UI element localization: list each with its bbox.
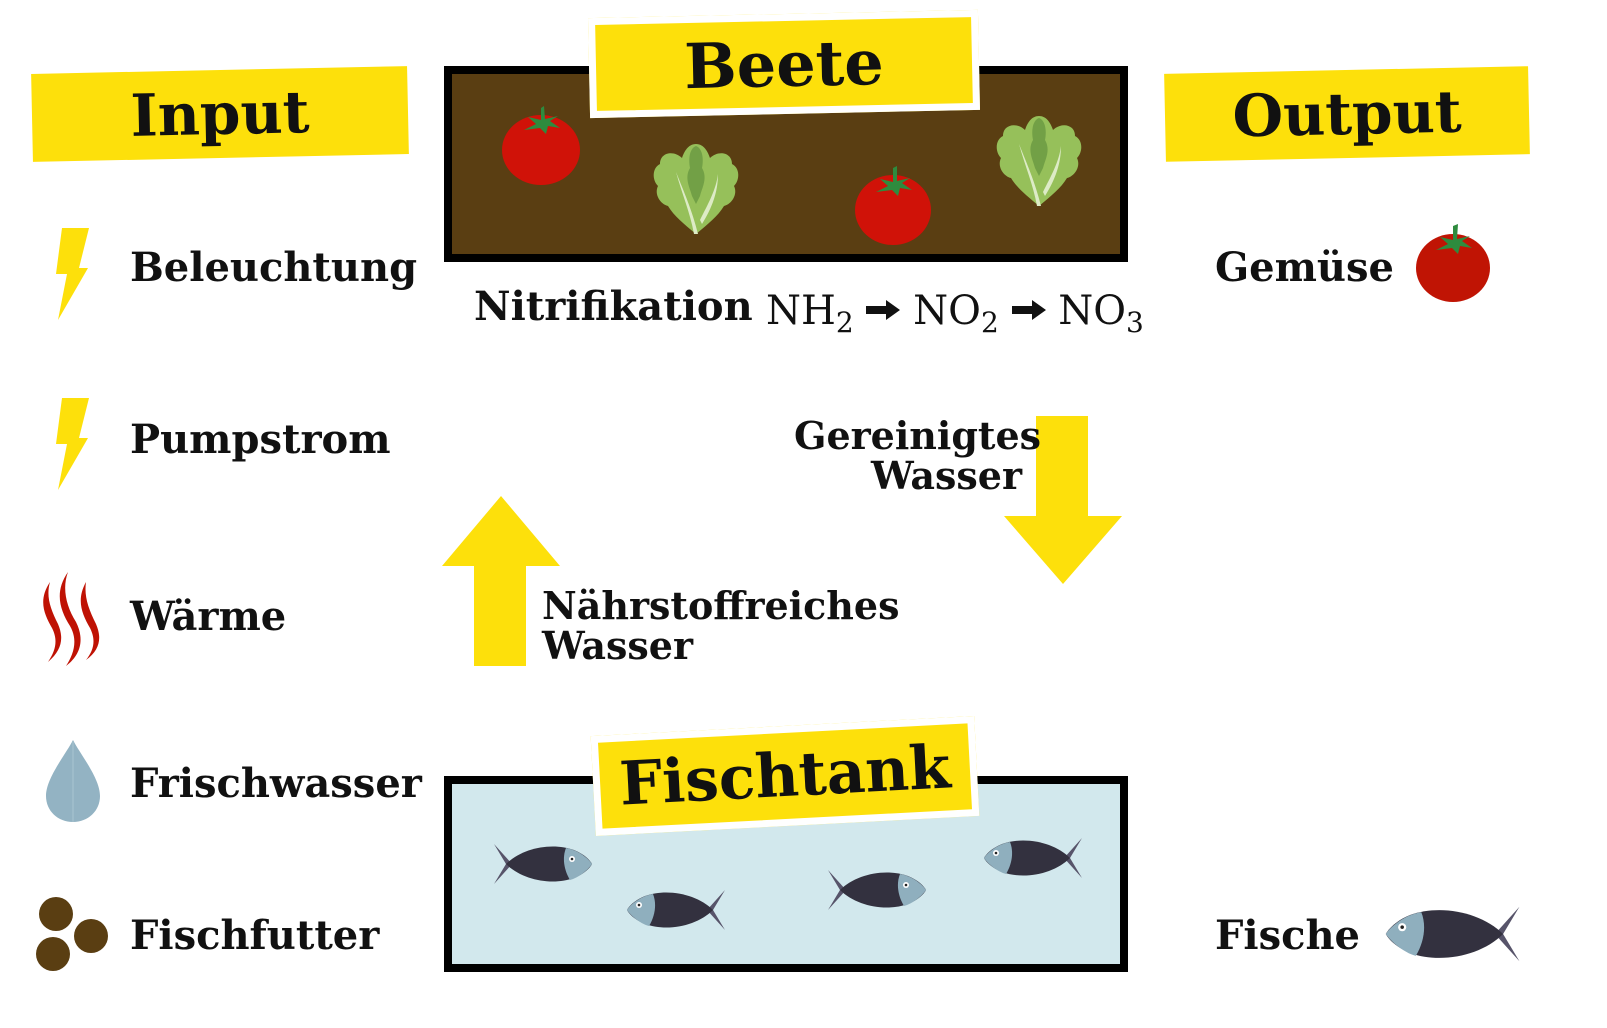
arrow-down-icon — [1004, 416, 1122, 584]
water-drop-icon — [46, 740, 100, 822]
formula-species: NO2 — [913, 288, 999, 339]
clean-water-line1: Gereinigtes — [794, 413, 1042, 458]
arrow-up-icon — [442, 496, 560, 666]
fish-icon — [494, 844, 592, 884]
lettuce-icon — [996, 116, 1082, 206]
input-item-beleuchtung: Beleuchtung — [130, 244, 418, 291]
heat-waves-icon — [43, 572, 100, 666]
output-item-gemuese: Gemüse — [1215, 244, 1394, 291]
input-item-pumpstrom: Pumpstrom — [130, 416, 391, 463]
beds-title-tag: Beete — [587, 9, 981, 119]
tomato-icon — [1416, 224, 1490, 302]
output-item-fische: Fische — [1215, 912, 1360, 959]
input-heading-text: Input — [129, 78, 311, 150]
fish-food-pellets-icon — [36, 897, 108, 971]
clean-water-line2: Wasser — [871, 452, 1022, 498]
nutrient-water-label: Nährstoffreiches Wasser — [542, 586, 899, 666]
lettuce-icon — [653, 144, 739, 234]
nitrification-label: Nitrifikation — [474, 283, 753, 330]
tomato-icon — [855, 166, 931, 245]
lightning-icon — [56, 228, 89, 320]
fish-icon — [828, 870, 926, 910]
output-heading-text: Output — [1231, 77, 1463, 151]
nutrient-water-line1: Nährstoffreiches — [542, 583, 900, 628]
lightning-icon — [56, 398, 89, 490]
formula-species: NH2 — [766, 288, 854, 339]
arrow-right-icon — [1011, 300, 1046, 320]
tomato-icon — [502, 106, 580, 185]
fish-icon — [627, 890, 725, 930]
fish-tank-title: Fischtank — [617, 732, 953, 820]
arrow-right-icon — [866, 300, 901, 320]
input-item-frischwasser: Frischwasser — [130, 760, 422, 807]
fish-tank-title-tag: Fischtank — [590, 716, 980, 836]
nitrification-formula: NH2 NO2 NO3 — [766, 288, 1144, 339]
input-item-waerme: Wärme — [130, 593, 287, 640]
fish-icon — [984, 838, 1082, 878]
formula-species: NO3 — [1058, 288, 1144, 339]
output-heading: Output — [1164, 66, 1530, 162]
input-heading: Input — [31, 66, 409, 162]
beds-title: Beete — [683, 25, 885, 103]
fish-icon — [1385, 906, 1520, 962]
clean-water-label: Gereinigtes Wasser — [794, 413, 1042, 498]
nutrient-water-line2: Wasser — [542, 622, 693, 668]
input-item-fischfutter: Fischfutter — [130, 912, 380, 959]
